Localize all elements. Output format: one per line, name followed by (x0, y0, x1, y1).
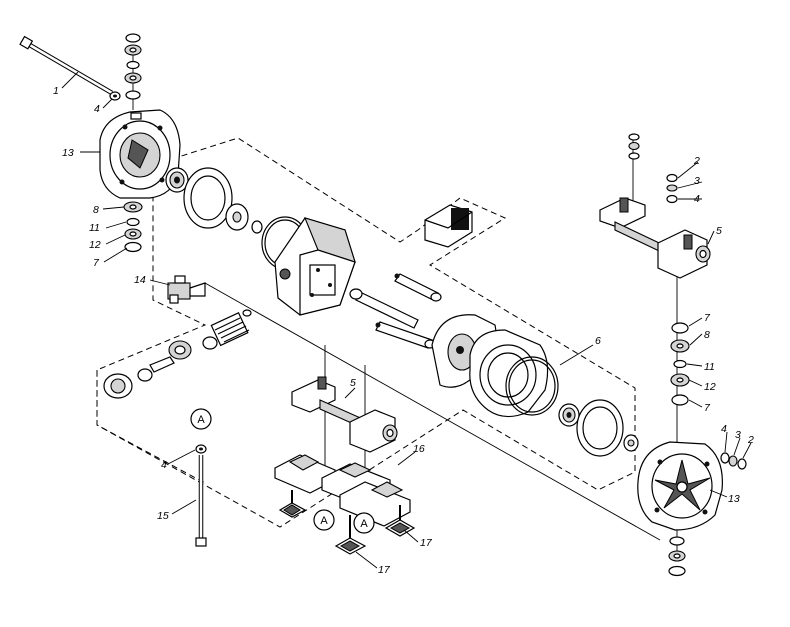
callout-a-right: A (353, 512, 375, 534)
bearing-right (558, 403, 580, 427)
label-part-6: 6 (595, 335, 601, 347)
assembly-dashed-outline (96, 137, 636, 528)
part-labels: 1 4 13 8 11 12 7 14 5 6 2 3 4 5 7 8 11 1… (53, 85, 754, 576)
callout-a-left: A (313, 509, 335, 531)
label-part-2-top: 2 (693, 155, 700, 167)
oring-right (505, 356, 559, 416)
pilot-spool-upper (394, 273, 442, 302)
label-part-5-center: 5 (350, 377, 356, 389)
label-part-3-right: 3 (735, 429, 741, 441)
callout-a-top: A (190, 408, 212, 430)
label-part-8-left: 8 (93, 204, 99, 216)
label-part-14: 14 (134, 274, 146, 286)
piston-assembly (103, 340, 192, 399)
center-body (274, 217, 356, 316)
label-part-4-bottom: 4 (161, 459, 167, 471)
part-17-foot-pad-left (334, 515, 367, 555)
callout-a-right-text: A (360, 518, 368, 530)
label-part-15: 15 (157, 510, 169, 522)
spring-assembly (202, 309, 252, 350)
callout-a-left-text: A (320, 515, 328, 527)
seat-stack-right-bottom (668, 536, 686, 577)
label-part-2-right: 2 (747, 434, 754, 446)
label-part-11-right: 11 (704, 361, 715, 373)
fastener-stack-right (720, 452, 747, 470)
label-part-3-top: 3 (694, 175, 700, 187)
part-5-manifold-bottom (291, 376, 398, 453)
label-part-8-right: 8 (704, 329, 710, 341)
label-part-17-right: 17 (420, 537, 433, 549)
label-part-16: 16 (413, 443, 425, 455)
label-part-1: 1 (53, 85, 59, 97)
part-13-end-cap-right (637, 441, 723, 531)
muffler-block (424, 204, 473, 248)
fastener-stack-top-right (666, 173, 678, 204)
label-part-5-right: 5 (716, 225, 722, 237)
connector-line-left (204, 282, 661, 541)
part-15-tie-rod (195, 455, 207, 547)
label-part-13-left: 13 (62, 147, 74, 159)
part-4-washer-bottom (195, 444, 207, 454)
label-part-4-left: 4 (94, 103, 100, 115)
label-part-7-right-bottom: 7 (704, 402, 711, 414)
label-part-12-right: 12 (704, 381, 716, 393)
diaphragm-right (576, 399, 639, 457)
label-part-7-right-top: 7 (704, 312, 711, 324)
part-14-ball-valve (167, 275, 206, 304)
main-shaft (349, 288, 419, 329)
part-1-tie-rod (19, 35, 114, 95)
label-part-4-top: 4 (694, 193, 700, 205)
label-part-13-right: 13 (728, 493, 740, 505)
label-part-4-right: 4 (721, 423, 727, 435)
pilot-spool-lower (375, 321, 436, 349)
seat-stack-left (123, 201, 143, 253)
label-part-7-left: 7 (93, 257, 100, 269)
label-part-17-left: 17 (378, 564, 391, 576)
leader-lines (61, 71, 752, 569)
lower-dashed-box (96, 370, 206, 484)
label-part-11-left: 11 (89, 222, 100, 234)
bearing-left (165, 167, 189, 193)
washer-stack-top-left (124, 33, 142, 100)
callout-a-top-text: A (197, 414, 205, 426)
seat-stack-right (670, 322, 690, 406)
part-5-manifold-top (599, 133, 711, 279)
part-4-washer-left (109, 91, 121, 101)
label-part-12-left: 12 (89, 239, 101, 251)
